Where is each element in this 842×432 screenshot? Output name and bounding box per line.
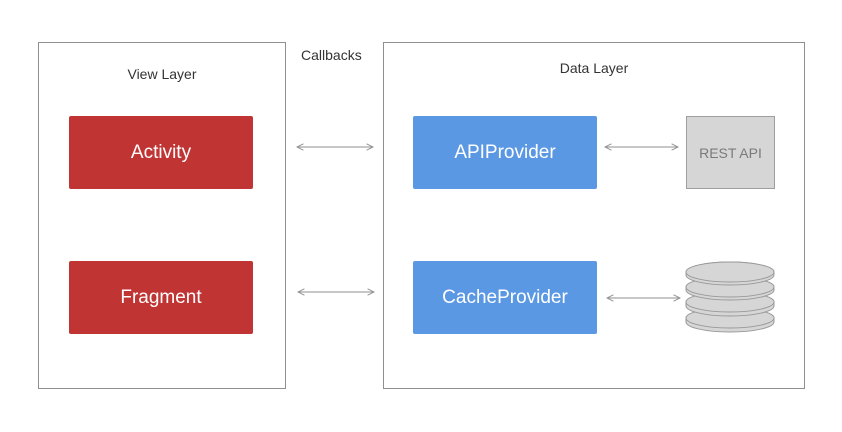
- api-provider-box[interactable]: APIProvider: [413, 116, 597, 189]
- callbacks-label: Callbacks: [301, 47, 362, 63]
- cache-provider-box[interactable]: CacheProvider: [413, 261, 597, 334]
- fragment-box[interactable]: Fragment: [69, 261, 253, 334]
- rest-api-box[interactable]: REST API: [686, 116, 775, 189]
- data-layer-title: Data Layer: [559, 60, 629, 76]
- database-icon[interactable]: [685, 261, 775, 333]
- activity-box[interactable]: Activity: [69, 116, 253, 189]
- view-layer-title: View Layer: [127, 66, 197, 82]
